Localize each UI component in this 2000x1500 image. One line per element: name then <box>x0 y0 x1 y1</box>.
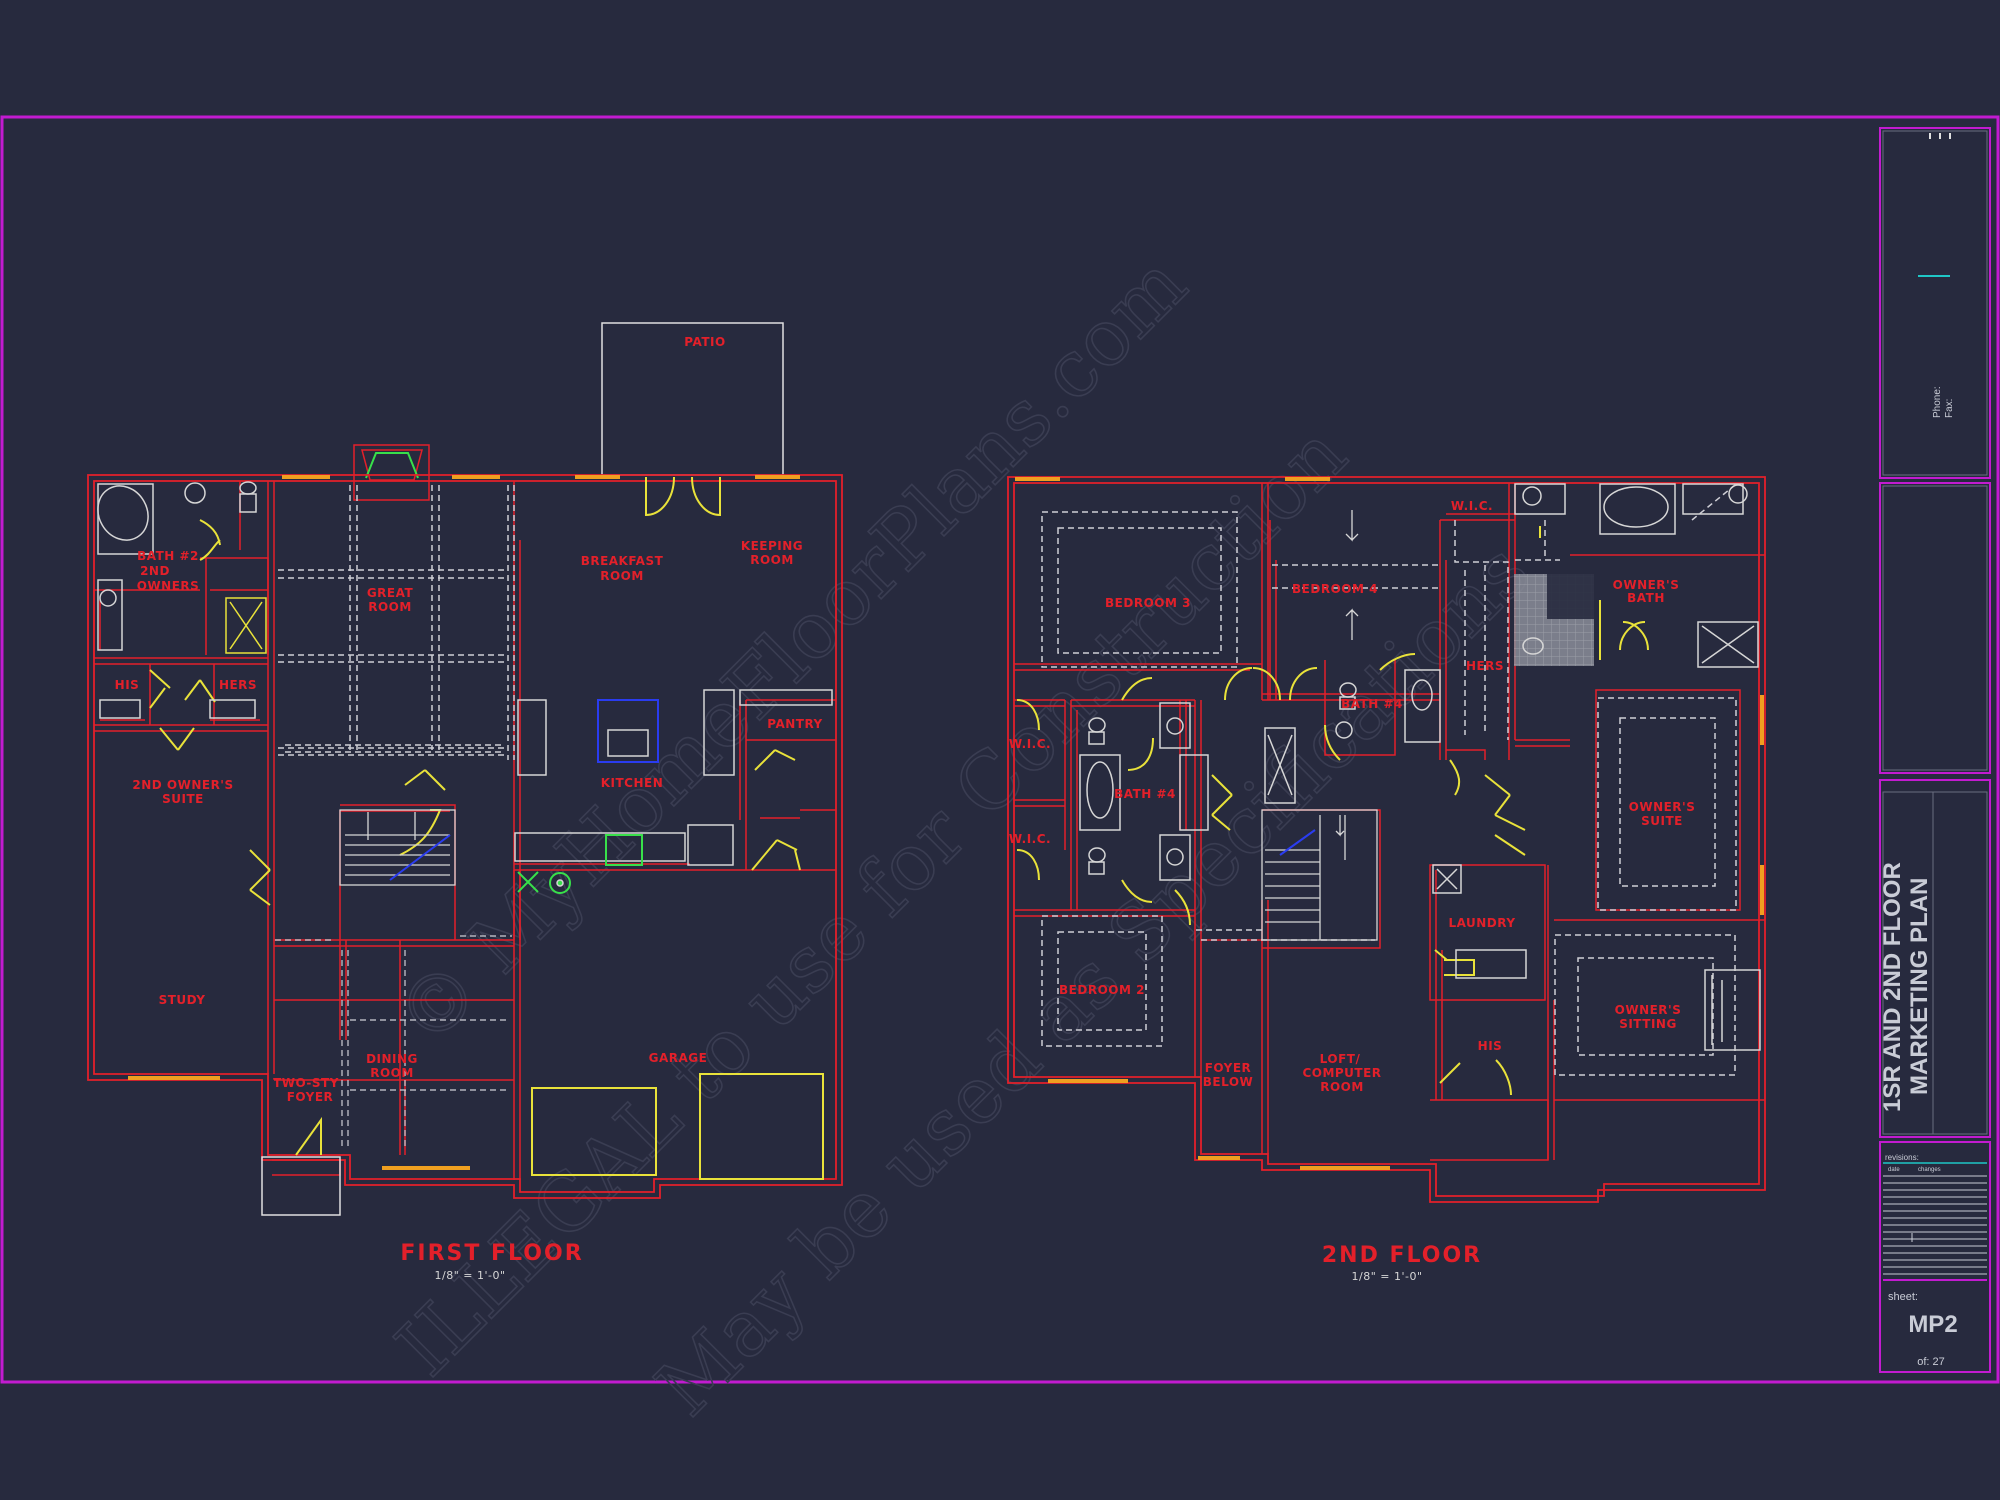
sheet-of: of: 27 <box>1917 1356 1945 1368</box>
label-bath2-2: 2ND <box>140 564 170 578</box>
second-floor-labels: BEDROOM 3 BEDROOM 4 W.I.C. OWNER'S BATH … <box>1009 499 1695 1283</box>
label-bath2-3: OWNERS <box>137 579 200 593</box>
label-owners-bath-1: OWNER'S <box>1613 578 1680 592</box>
second-floor-stairs <box>1261 510 1378 941</box>
label-pantry: PANTRY <box>767 717 822 731</box>
label-foyer-1: TWO-STY <box>273 1076 339 1090</box>
second-floor-doors <box>1016 526 1649 1096</box>
label-suite-1: 2ND OWNER'S <box>132 778 233 792</box>
label-keeping-2: ROOM <box>750 553 794 567</box>
revisions-rows <box>1883 1175 1987 1275</box>
sheet-title-frame-2 <box>1932 791 1988 1135</box>
label-foyer-2: FOYER <box>287 1090 334 1104</box>
first-floor-fixtures <box>97 481 833 894</box>
first-floor-stairs <box>339 809 456 886</box>
label-sitting-1: OWNER'S <box>1615 1003 1682 1017</box>
label-foyer-below-2: BELOW <box>1203 1075 1254 1089</box>
label-dining-1: DINING <box>366 1052 418 1066</box>
second-floor-scale: 1/8" = 1'-0" <box>1351 1270 1422 1283</box>
title-inner-box <box>1882 130 1988 476</box>
label-study: STUDY <box>159 993 206 1007</box>
revisions-label: revisions: <box>1885 1153 1919 1162</box>
sheet-title-line-1: 1SR AND 2ND FLOOR <box>1879 862 1906 1112</box>
sheet-label: sheet: <box>1888 1291 1918 1303</box>
second-floor-plan: BEDROOM 3 BEDROOM 4 W.I.C. OWNER'S BATH … <box>1007 476 1766 1283</box>
first-floor-scale: 1/8" = 1'-0" <box>434 1269 505 1282</box>
fax-label: Fax: <box>1944 399 1955 418</box>
label-hers-2: HERS <box>1466 659 1504 673</box>
label-garage: GARAGE <box>649 1051 708 1065</box>
label-his-2: HIS <box>1478 1039 1503 1053</box>
label-kitchen: KITCHEN <box>601 776 664 790</box>
second-floor-title: 2ND FLOOR <box>1322 1243 1482 1268</box>
first-floor-windows <box>128 475 800 1170</box>
second-floor-ceiling-lines <box>1041 484 1737 1076</box>
label-dining-2: ROOM <box>370 1066 414 1080</box>
title-inner-box-2 <box>1882 485 1988 771</box>
sheet-number: MP2 <box>1908 1311 1957 1338</box>
label-bed4: BEDROOM 4 <box>1292 582 1378 596</box>
label-bath4-left: BATH #4 <box>1114 787 1176 801</box>
label-loft-1: LOFT/ <box>1320 1052 1361 1066</box>
garage-doors <box>531 1073 824 1180</box>
revisions-changes: changes <box>1918 1167 1941 1173</box>
label-bath2-1: BATH #2 <box>137 549 199 563</box>
label-laundry: LAUNDRY <box>1448 916 1515 930</box>
label-breakfast-2: ROOM <box>600 569 644 583</box>
label-great-1: GREAT <box>367 586 414 600</box>
stair-arrow <box>389 834 451 881</box>
label-keeping-1: KEEPING <box>741 539 803 553</box>
fireplace-insert <box>365 452 419 479</box>
first-floor-labels: PATIO BREAKFAST ROOM KEEPING ROOM GREAT … <box>115 335 823 1282</box>
first-floor-plan: PATIO BREAKFAST ROOM KEEPING ROOM GREAT … <box>87 322 843 1282</box>
second-stair-arrow <box>1279 829 1316 856</box>
label-wic-2: W.I.C. <box>1009 832 1051 846</box>
title-tick-marks <box>1929 133 1951 139</box>
phone-label: Phone: <box>1932 386 1943 418</box>
sheet-title-line-2: MARKETING PLAN <box>1906 878 1933 1095</box>
front-stoop <box>261 1156 341 1216</box>
label-his: HIS <box>115 678 140 692</box>
label-bed3: BEDROOM 3 <box>1105 596 1191 610</box>
dining-coffered-ceiling <box>275 935 512 1150</box>
label-bed2: BEDROOM 2 <box>1059 983 1145 997</box>
label-loft-2: COMPUTER <box>1302 1066 1381 1080</box>
label-wic-top: W.I.C. <box>1451 499 1493 513</box>
label-bath4-right: BATH #4 <box>1341 697 1403 711</box>
first-floor-title: FIRST FLOOR <box>400 1241 583 1266</box>
second-floor-interior-walls <box>1014 483 1765 1161</box>
title-block-frames <box>1879 127 1991 1373</box>
label-foyer-below-1: FOYER <box>1205 1061 1252 1075</box>
label-owners-bath-2: BATH <box>1627 591 1665 605</box>
great-room-coffered-ceiling <box>278 485 515 760</box>
label-hers: HERS <box>219 678 257 692</box>
sheet-border <box>0 115 2000 1384</box>
revisions-date: date <box>1888 1167 1900 1173</box>
label-wic-1: W.I.C. <box>1009 737 1051 751</box>
owners-bath-tile-notch <box>1547 574 1594 619</box>
second-floor-fixtures <box>1079 483 1761 1051</box>
label-suite-2: SUITE <box>162 792 204 806</box>
label-loft-3: ROOM <box>1320 1080 1364 1094</box>
label-sitting-2: SITTING <box>1619 1017 1677 1031</box>
label-owners-suite-1: OWNER'S <box>1629 800 1696 814</box>
label-owners-suite-2: SUITE <box>1641 814 1683 828</box>
title-block: Phone: Fax: 1SR AND 2ND FLOOR MARKETING … <box>1879 127 1991 1373</box>
label-breakfast-1: BREAKFAST <box>581 554 664 568</box>
second-floor-windows <box>1015 477 1764 1170</box>
label-great-2: ROOM <box>368 600 412 614</box>
label-patio: PATIO <box>684 335 725 349</box>
